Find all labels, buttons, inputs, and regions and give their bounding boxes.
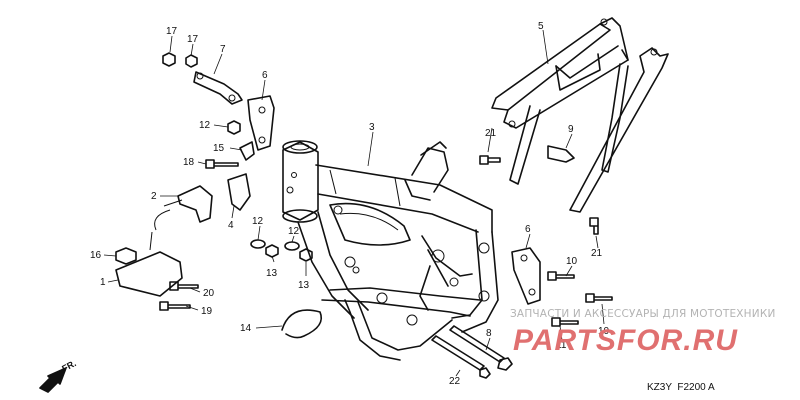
callout-12: 12 bbox=[252, 216, 264, 227]
watermark-caption: ЗАПЧАСТИ И АКСЕССУАРЫ ДЛЯ МОТОТЕХНИКИ bbox=[510, 308, 776, 320]
callout-20: 20 bbox=[203, 288, 215, 299]
direction-label: FR. bbox=[60, 358, 77, 374]
watermark-brand: PARTSFOR.RU bbox=[513, 324, 738, 357]
small-parts bbox=[115, 52, 613, 379]
callout-6: 6 bbox=[525, 224, 531, 235]
callout-9: 9 bbox=[568, 124, 574, 135]
rear-subframe bbox=[491, 17, 669, 213]
callout-3: 3 bbox=[369, 122, 375, 133]
callout-numbers: 17 17 7 6 12 15 18 2 4 16 1 20 19 12 13 … bbox=[90, 21, 610, 387]
callout-11: 11 bbox=[556, 340, 567, 351]
callout-22: 22 bbox=[449, 376, 461, 387]
callout-13: 13 bbox=[298, 280, 310, 291]
direction-arrow: FR. bbox=[39, 358, 78, 393]
callout-10: 10 bbox=[598, 326, 610, 337]
watermark: ЗАПЧАСТИ И АКСЕССУАРЫ ДЛЯ МОТОТЕХНИКИ PA… bbox=[510, 308, 776, 357]
callout-13: 13 bbox=[266, 268, 278, 279]
main-frame bbox=[282, 140, 499, 361]
callout-14: 14 bbox=[240, 323, 252, 334]
callout-2: 2 bbox=[151, 191, 157, 202]
callout-6: 6 bbox=[262, 70, 268, 81]
callout-21: 21 bbox=[485, 128, 497, 139]
callout-10: 10 bbox=[566, 256, 578, 267]
callout-5: 5 bbox=[538, 21, 544, 32]
callout-4: 4 bbox=[228, 220, 234, 231]
callout-8: 8 bbox=[486, 328, 492, 339]
leader-lines bbox=[103, 29, 605, 377]
diagram-code: KZ3Y F2200 A bbox=[647, 382, 715, 393]
callout-17: 17 bbox=[187, 34, 199, 45]
callout-15: 15 bbox=[213, 143, 225, 154]
callout-12: 12 bbox=[199, 120, 211, 131]
callout-21: 21 bbox=[591, 248, 603, 259]
callout-18: 18 bbox=[183, 157, 195, 168]
callout-19: 19 bbox=[201, 306, 213, 317]
callout-1: 1 bbox=[100, 277, 106, 288]
callout-16: 16 bbox=[90, 250, 102, 261]
callout-12: 12 bbox=[288, 226, 300, 237]
callout-17: 17 bbox=[166, 26, 178, 37]
callout-7: 7 bbox=[220, 44, 226, 55]
